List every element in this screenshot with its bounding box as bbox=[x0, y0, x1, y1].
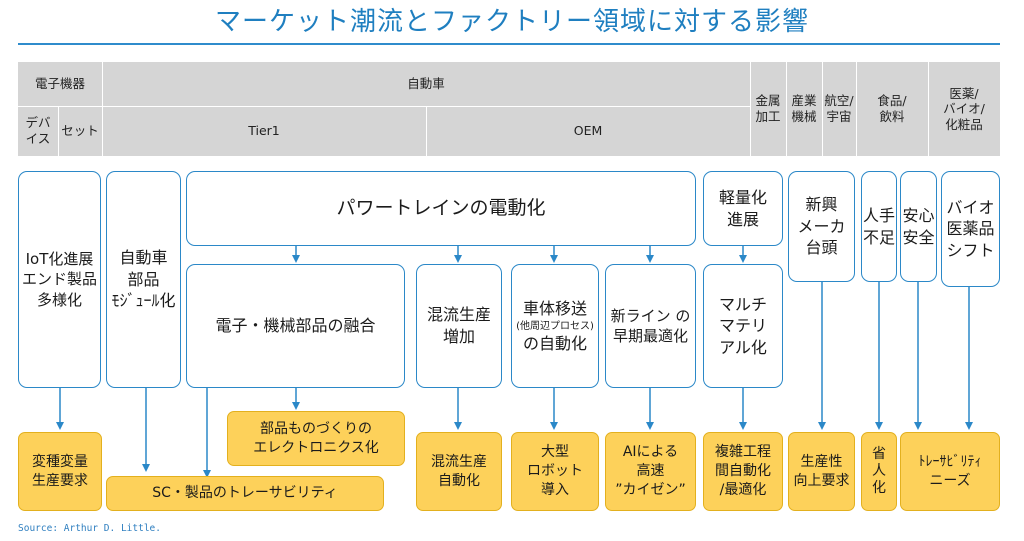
header-tier1: Tier1 bbox=[102, 106, 426, 156]
header-set: セット bbox=[58, 106, 102, 156]
header-divider bbox=[426, 106, 427, 156]
trend-bio-pharma-shift: バイオ 医薬品 シフト bbox=[941, 171, 1000, 287]
impact-complex-process: 複雑工程 間自動化 /最適化 bbox=[703, 432, 783, 511]
trend-powertrain-electrification: パワートレインの電動化 bbox=[186, 171, 696, 246]
trend-body-transport-automation: 車体移送 (他周辺プロセス) の自動化 bbox=[511, 264, 599, 388]
trend-auto-parts-modularization: 自動車 部品 ﾓｼﾞｭｰﾙ化 bbox=[106, 171, 181, 388]
impact-labor-saving: 省 人 化 bbox=[861, 432, 897, 511]
header-metal: 金属 加工 bbox=[750, 62, 786, 156]
impact-ai-kaizen: AIによる 高速 ”カイゼン” bbox=[605, 432, 696, 511]
trend-new-makers: 新興 メーカ 台頭 bbox=[788, 171, 855, 282]
title-underline bbox=[18, 43, 1000, 45]
header-divider bbox=[18, 106, 750, 107]
impact-traceability-needs: ﾄﾚｰｻﾋﾞﾘﾃｨ ニーズ bbox=[900, 432, 1000, 511]
header-food: 食品/ 飲料 bbox=[856, 62, 928, 156]
trend-safety: 安心 安全 bbox=[900, 171, 937, 282]
header-pharma: 医薬/ バイオ/ 化粧品 bbox=[928, 62, 1000, 156]
header-industrial-machinery: 産業 機械 bbox=[786, 62, 822, 156]
header-divider bbox=[822, 62, 823, 156]
trend-multi-material: マルチ マテリ アル化 bbox=[703, 264, 783, 388]
header-divider bbox=[58, 106, 59, 156]
header-divider bbox=[786, 62, 787, 156]
page-title: マーケット潮流とファクトリー領域に対する影響 bbox=[214, 7, 809, 37]
header-divider bbox=[928, 62, 929, 156]
trend-lightweighting: 軽量化 進展 bbox=[703, 171, 783, 246]
header-automotive: 自動車 bbox=[102, 62, 750, 106]
header-device: デバ イス bbox=[18, 106, 58, 156]
impact-sc-traceability: SC・製品のトレーサビリティ bbox=[106, 476, 384, 511]
trend-new-line-optimization: 新ライン の 早期最適化 bbox=[605, 264, 696, 388]
impact-parts-electronics: 部品ものづくりの エレクトロニクス化 bbox=[227, 411, 405, 466]
impact-variable-production: 変種変量 生産要求 bbox=[18, 432, 102, 511]
header-divider bbox=[750, 62, 751, 156]
transport-label-tail: の自動化 bbox=[522, 333, 587, 353]
transport-label-sub: (他周辺プロセス) bbox=[516, 320, 594, 332]
impact-mixed-automation: 混流生産 自動化 bbox=[416, 432, 502, 511]
impact-large-robots: 大型 ロボット 導入 bbox=[511, 432, 599, 511]
trend-electro-mechanical-fusion: 電子・機械部品の融合 bbox=[186, 264, 405, 388]
trend-mixed-production: 混流生産 増加 bbox=[416, 264, 502, 388]
impact-productivity: 生産性 向上要求 bbox=[788, 432, 855, 511]
header-divider bbox=[856, 62, 857, 156]
trend-labor-shortage: 人手 不足 bbox=[861, 171, 897, 282]
header-divider bbox=[102, 62, 103, 156]
header-electronics: 電子機器 bbox=[18, 62, 102, 106]
header-oem: OEM bbox=[426, 106, 750, 156]
trend-iot-diversification: IoT化進展 エンド製品 多様化 bbox=[18, 171, 101, 388]
header-aerospace: 航空/ 宇宙 bbox=[822, 62, 856, 156]
transport-label-main: 車体移送 bbox=[522, 298, 587, 318]
source-note: Source: Arthur D. Little. bbox=[18, 523, 161, 534]
